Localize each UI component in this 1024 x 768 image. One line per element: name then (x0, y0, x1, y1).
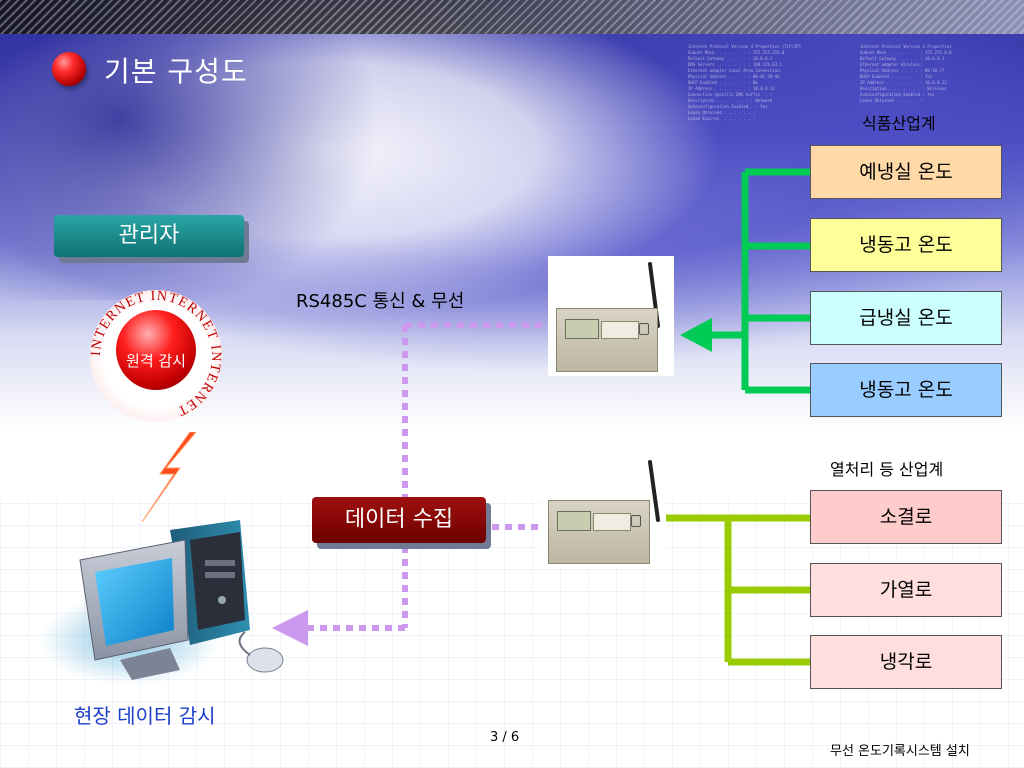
data-collect-button[interactable]: 데이터 수집 (312, 497, 486, 543)
food-item-box: 냉동고 온도 (810, 218, 1002, 272)
decorative-code-text: Internet Protocol Version 4 Properties (… (688, 44, 802, 121)
top-stripe-band (0, 0, 1024, 34)
computer-icon (40, 520, 284, 685)
heat-item-name: 소결로 (879, 506, 933, 528)
food-industry-label: 식품산업계 (862, 114, 936, 133)
admin-button[interactable]: 관리자 (54, 215, 244, 257)
logger-screen (565, 319, 599, 339)
internet-ball (116, 310, 196, 390)
logger-screen (557, 511, 591, 531)
food-item-name: 냉동고 (859, 234, 912, 256)
logger-body (548, 500, 650, 564)
food-item-suffix: 온도 (917, 379, 953, 401)
food-item-suffix: 온도 (917, 234, 953, 256)
heat-item-name: 냉각로 (879, 651, 933, 673)
food-item-name: 예냉실 (859, 161, 912, 183)
heat-item-name: 가열로 (879, 579, 933, 601)
food-item-suffix: 온도 (917, 307, 953, 329)
food-item-box: 급냉실 온도 (810, 291, 1002, 345)
heat-line (665, 514, 810, 666)
food-item-suffix: 온도 (917, 161, 953, 183)
decorative-code-text: Internet Protocol Version 4 Properties S… (860, 44, 952, 103)
logger-badge (601, 321, 639, 339)
footer-label: 무선 온도기록시스템 설치 (830, 744, 970, 759)
food-line (712, 168, 810, 394)
page-number: 3 / 6 (490, 730, 520, 745)
logger-body (556, 308, 658, 372)
internet-globe: INTERNET INTERNET INTERNET 원격 감시 (90, 290, 222, 422)
food-item-box: 냉동고 온도 (810, 363, 1002, 417)
logger-device-heat (540, 456, 666, 568)
food-item-box: 예냉실 온도 (810, 145, 1002, 199)
site-monitor-label: 현장 데이터 감시 (74, 704, 216, 728)
remote-monitor-label: 원격 감시 (126, 352, 186, 370)
logger-logo-icon (639, 323, 649, 335)
logger-badge (593, 513, 631, 531)
title-bullet-icon (52, 52, 86, 86)
heat-item-box: 냉각로 (810, 635, 1002, 689)
dotted-link (300, 322, 555, 631)
food-item-name: 급냉실 (859, 307, 912, 329)
logger-device-food (548, 256, 674, 376)
page-title: 기본 구성도 (104, 55, 248, 88)
heat-item-box: 가열로 (810, 563, 1002, 617)
logger-logo-icon (631, 515, 641, 527)
arrow-to-device-icon (680, 318, 712, 352)
heat-industry-label: 열처리 등 산업계 (830, 460, 944, 479)
antenna-icon (648, 460, 660, 522)
connection-label: RS485C 통신 & 무선 (296, 291, 465, 312)
heat-item-box: 소결로 (810, 490, 1002, 544)
lightning-bolt-icon (141, 432, 197, 522)
arrow-to-computer-icon (272, 610, 308, 646)
food-item-name: 냉동고 (859, 379, 912, 401)
